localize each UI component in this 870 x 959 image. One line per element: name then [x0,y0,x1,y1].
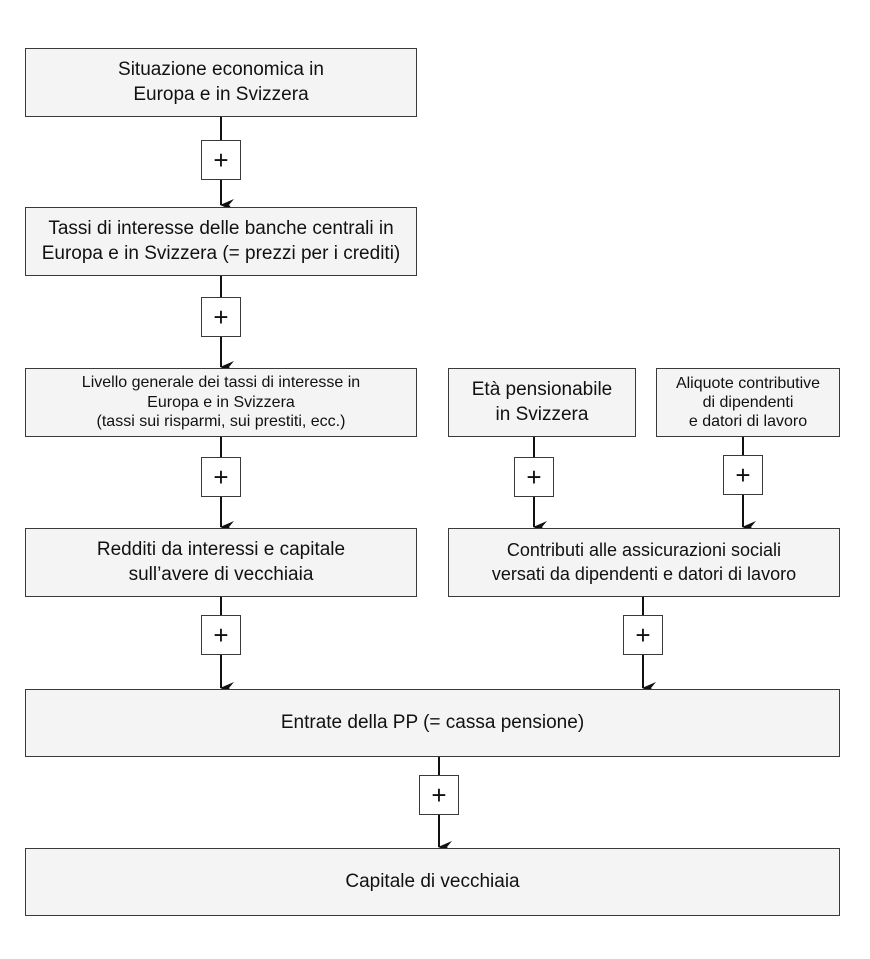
box-label: Età pensionabile in Svizzera [471,379,613,425]
plus-sign-6: + [201,615,241,655]
box-interest-income: Redditi da interessi e capitale sull’ave… [25,528,417,597]
box-label: Entrate della PP (= cassa pensione) [280,711,585,733]
plus-sign-4: + [514,457,554,497]
box-label: Contributi alle assicurazioni sociali ve… [491,540,797,584]
plus-sign-7: + [623,615,663,655]
box-economic-situation: Situazione economica in Europa e in Sviz… [25,48,417,117]
box-label: Aliquote contributive di dipendenti e da… [675,374,821,431]
box-central-bank-rates: Tassi di interesse delle banche centrali… [25,207,417,276]
plus-sign-3: + [201,457,241,497]
box-label: Livello generale dei tassi di interesse … [81,374,361,431]
plus-sign-8: + [419,775,459,815]
box-label: Redditi da interessi e capitale sull’ave… [96,539,346,585]
box-label: Situazione economica in Europa e in Sviz… [118,59,324,105]
plus-sign-2: + [201,297,241,337]
box-old-age-capital: Capitale di vecchiaia [25,848,840,916]
box-general-rate-level: Livello generale dei tassi di interesse … [25,368,417,437]
box-contribution-rates: Aliquote contributive di dipendenti e da… [656,368,840,437]
box-label: Capitale di vecchiaia [345,870,520,892]
box-label: Tassi di interesse delle banche centrali… [41,218,401,264]
box-retirement-age: Età pensionabile in Svizzera [448,368,636,437]
box-pp-income: Entrate della PP (= cassa pensione) [25,689,840,757]
box-social-contributions: Contributi alle assicurazioni sociali ve… [448,528,840,597]
plus-sign-5: + [723,455,763,495]
plus-sign-1: + [201,140,241,180]
